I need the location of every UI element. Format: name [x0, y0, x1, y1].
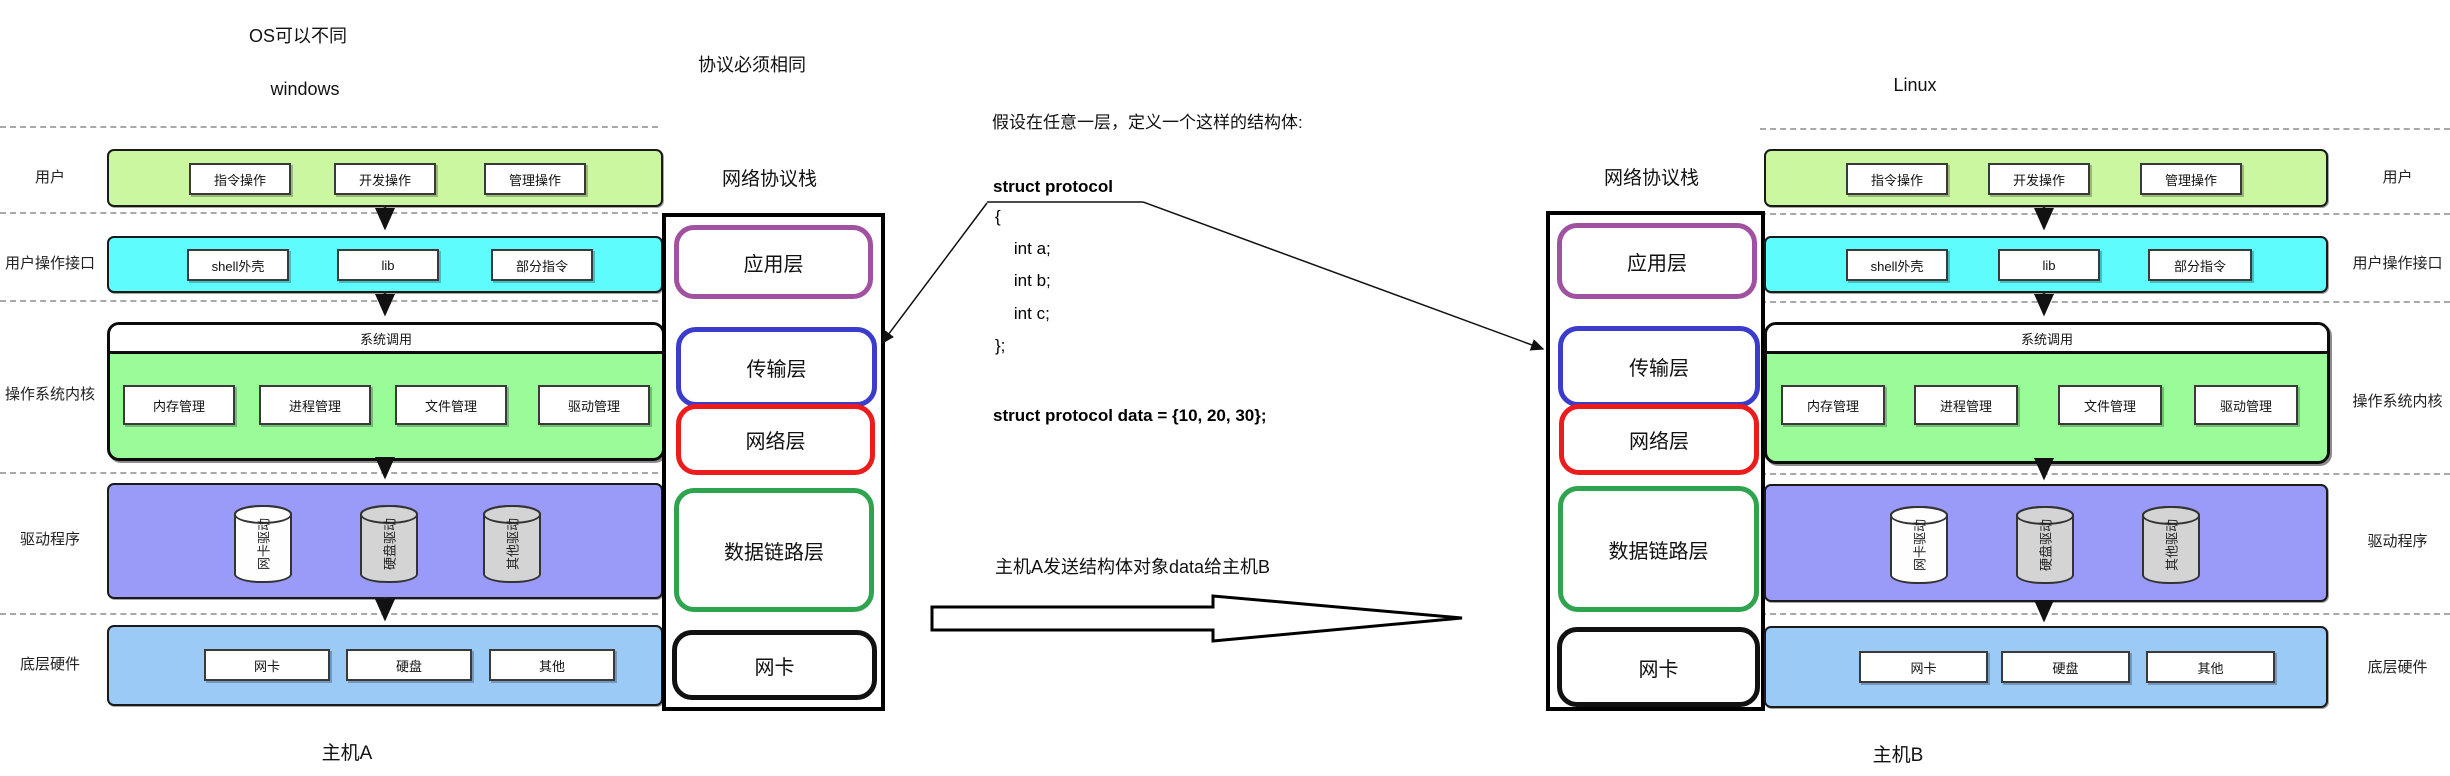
layer-datalink: 数据链路层 [1558, 486, 1759, 612]
interface-box: shell外壳 [187, 249, 289, 281]
interface-box: 部分指令 [491, 249, 593, 281]
hardware-box: 其他 [489, 649, 615, 681]
driver-cylinder: 网卡驱动 [234, 505, 292, 583]
driver-cylinder-label: 网卡驱动 [1912, 518, 1928, 572]
linux-label: Linux [1893, 75, 1937, 95]
row-label-user: 用户 [2382, 169, 2413, 186]
row-label-driver: 驱动程序 [19, 531, 80, 548]
layer-network: 网络层 [676, 404, 875, 475]
divider-dashed [0, 212, 658, 214]
layer-transport: 传输层 [1558, 326, 1760, 407]
code-line: int c; [995, 304, 1050, 323]
divider-dashed [0, 300, 658, 302]
row-label-kernel: 操作系统内核 [2352, 393, 2443, 410]
user-op-box: 管理操作 [484, 163, 586, 195]
layer-application: 应用层 [1557, 223, 1757, 299]
kernel-module-box: 进程管理 [1914, 385, 2018, 425]
protocol-note: 协议必须相同 [698, 55, 806, 75]
row-label-interface: 用户操作接口 [2352, 255, 2443, 272]
driver-cylinder-label: 其他驱动 [2164, 518, 2180, 572]
host-b-label: 主机B [1872, 745, 1924, 766]
protocol-stack-title: 网络协议栈 [721, 169, 817, 190]
hardware-box: 网卡 [1859, 651, 1988, 683]
code-data-line: struct protocol data = {10, 20, 30}; [993, 406, 1267, 425]
code-line: }; [995, 336, 1006, 355]
os-note: OS可以不同 [248, 26, 347, 46]
layer-datalink: 数据链路层 [674, 488, 874, 612]
user-layer-bar: 指令操作 开发操作 管理操作 [1764, 149, 2328, 207]
code-line: int a; [995, 239, 1051, 258]
code-line: int b; [995, 271, 1051, 290]
user-op-box: 指令操作 [189, 163, 291, 195]
row-label-hardware: 底层硬件 [2367, 659, 2428, 676]
driver-cylinder-label: 硬盘驱动 [2038, 518, 2054, 572]
kernel-box: 系统调用 内存管理 进程管理 文件管理 驱动管理 [1764, 322, 2330, 464]
driver-layer-bar: 网卡驱动 硬盘驱动 其他驱动 [107, 483, 663, 599]
user-op-box: 指令操作 [1846, 163, 1948, 195]
kernel-module-box: 驱动管理 [538, 385, 650, 425]
layer-transport: 传输层 [676, 327, 877, 407]
interface-box: lib [337, 249, 439, 281]
driver-cylinder: 网卡驱动 [1890, 506, 1948, 584]
protocol-stack-box: 应用层 传输层 网络层 数据链路层 网卡 [662, 213, 885, 711]
driver-cylinder: 硬盘驱动 [2016, 506, 2074, 584]
divider-dashed [1760, 301, 2450, 303]
kernel-module-box: 驱动管理 [2194, 385, 2298, 425]
hardware-layer-bar: 网卡 硬盘 其他 [107, 625, 663, 706]
divider-dashed [0, 613, 658, 615]
user-layer-bar: 指令操作 开发操作 管理操作 [107, 149, 663, 207]
syscall-header: 系统调用 [110, 325, 662, 354]
row-label-user: 用户 [34, 169, 65, 186]
user-op-box: 开发操作 [1988, 163, 2090, 195]
code-line: { [995, 207, 1001, 226]
driver-layer-bar: 网卡驱动 硬盘驱动 其他驱动 [1764, 484, 2328, 602]
layer-nic: 网卡 [672, 630, 877, 700]
interface-layer-bar: shell外壳 lib 部分指令 [1764, 236, 2328, 293]
kernel-module-box: 内存管理 [1781, 385, 1885, 425]
interface-box: shell外壳 [1846, 249, 1948, 281]
protocol-stack-box: 应用层 传输层 网络层 数据链路层 网卡 [1546, 211, 1765, 711]
user-op-box: 管理操作 [2140, 163, 2242, 195]
code-struct-decl: struct protocol [993, 177, 1113, 196]
syscall-header: 系统调用 [1767, 325, 2327, 354]
hardware-box: 硬盘 [2001, 651, 2130, 683]
driver-cylinder: 硬盘驱动 [360, 505, 418, 583]
row-label-hardware: 底层硬件 [19, 656, 80, 673]
kernel-box: 系统调用 内存管理 进程管理 文件管理 驱动管理 [107, 322, 665, 461]
hardware-box: 网卡 [204, 649, 330, 681]
layer-network: 网络层 [1559, 404, 1759, 475]
row-label-driver: 驱动程序 [2367, 533, 2428, 550]
windows-label: windows [270, 79, 340, 99]
interface-layer-bar: shell外壳 lib 部分指令 [107, 236, 663, 293]
driver-cylinder-label: 其他驱动 [505, 517, 521, 571]
hardware-box: 硬盘 [346, 649, 472, 681]
assume-note: 假设在任意一层，定义一个这样的结构体: [992, 113, 1303, 132]
kernel-module-box: 文件管理 [2058, 385, 2162, 425]
divider-dashed [0, 126, 658, 128]
driver-cylinder-label: 硬盘驱动 [382, 517, 398, 571]
hardware-layer-bar: 网卡 硬盘 其他 [1764, 626, 2328, 708]
interface-box: lib [1998, 249, 2100, 281]
row-label-interface: 用户操作接口 [4, 255, 95, 272]
divider-dashed [1760, 613, 2450, 615]
kernel-module-box: 内存管理 [123, 385, 235, 425]
driver-cylinder-label: 网卡驱动 [256, 517, 272, 571]
send-note: 主机A发送结构体对象data给主机B [995, 557, 1271, 577]
hardware-box: 其他 [2146, 651, 2275, 683]
kernel-module-box: 文件管理 [395, 385, 507, 425]
row-label-kernel: 操作系统内核 [4, 386, 95, 403]
divider-dashed [1760, 473, 2450, 475]
user-op-box: 开发操作 [334, 163, 436, 195]
driver-cylinder: 其他驱动 [483, 505, 541, 583]
layer-application: 应用层 [674, 225, 873, 299]
divider-dashed [1760, 213, 2450, 215]
divider-dashed [0, 472, 658, 474]
host-a-label: 主机A [321, 743, 373, 764]
layer-nic: 网卡 [1557, 627, 1760, 707]
driver-cylinder: 其他驱动 [2142, 506, 2200, 584]
divider-dashed [1760, 128, 2450, 130]
interface-box: 部分指令 [2148, 249, 2252, 281]
protocol-stack-title: 网络协议栈 [1603, 168, 1699, 189]
kernel-module-box: 进程管理 [259, 385, 371, 425]
